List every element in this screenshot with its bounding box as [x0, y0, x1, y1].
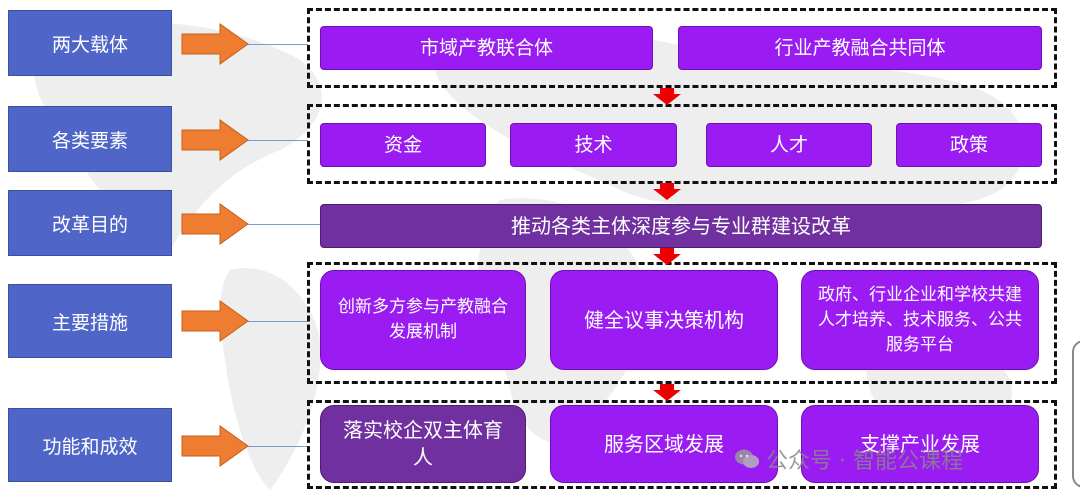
- row-label-measures: 主要措施: [8, 284, 172, 358]
- wechat-icon: [735, 449, 759, 468]
- down-arrow-icon: [653, 183, 681, 200]
- right-arrow-icon: [181, 203, 249, 245]
- down-arrow-icon: [653, 88, 681, 105]
- right-arrow-icon: [181, 425, 249, 467]
- down-arrow-icon: [653, 384, 681, 401]
- row-label-outcomes: 功能和成效: [8, 408, 172, 482]
- carrier-box: 市域产教联合体: [320, 26, 653, 70]
- connector-line: [248, 44, 308, 45]
- measure-box: 政府、行业企业和学校共建人才培养、技术服务、公共服务平台: [801, 270, 1039, 370]
- right-arrow-icon: [181, 119, 249, 161]
- down-arrow-icon: [653, 248, 681, 265]
- outcomes-group-frame: [307, 400, 1057, 489]
- row-label-elements: 各类要素: [8, 106, 172, 172]
- side-bracket: [1072, 340, 1080, 488]
- outcome-box: 服务区域发展: [550, 405, 778, 483]
- measures-group-frame: [307, 262, 1057, 384]
- connector-line: [248, 140, 308, 141]
- right-arrow-icon: [181, 300, 249, 342]
- connector-line: [248, 224, 320, 225]
- measure-box: 创新多方参与产教融合发展机制: [320, 270, 526, 370]
- watermark-text: 公众号 · 智能公课程: [766, 449, 963, 474]
- carrier-box: 行业产教融合共同体: [678, 26, 1042, 70]
- row-label-carriers: 两大载体: [8, 10, 172, 76]
- element-box: 人才: [706, 123, 872, 167]
- element-box: 技术: [510, 123, 677, 167]
- row-label-goal: 改革目的: [8, 190, 172, 256]
- connector-line: [248, 321, 308, 322]
- right-arrow-icon: [181, 23, 249, 65]
- measure-box: 健全议事决策机构: [550, 270, 778, 370]
- carriers-group-frame: [307, 8, 1057, 88]
- connector-line: [248, 446, 308, 447]
- outcome-box: 落实校企双主体育人: [320, 405, 526, 483]
- element-box: 政策: [896, 123, 1042, 167]
- elements-group-frame: [307, 104, 1057, 184]
- element-box: 资金: [320, 123, 486, 167]
- goal-box: 推动各类主体深度参与专业群建设改革: [320, 204, 1042, 248]
- outcome-box: 支撑产业发展: [801, 405, 1039, 483]
- watermark: 公众号 · 智能公课程: [734, 442, 963, 476]
